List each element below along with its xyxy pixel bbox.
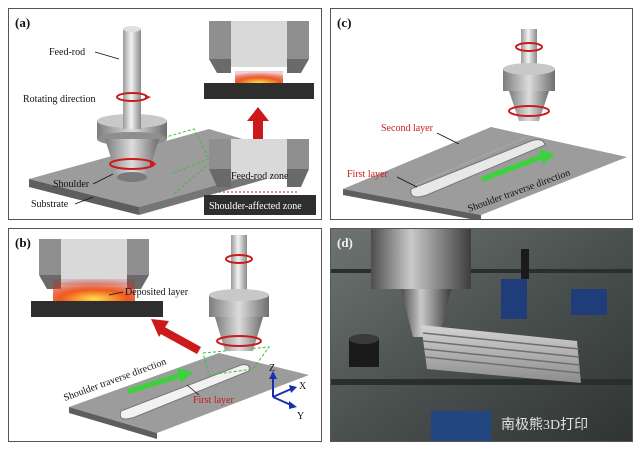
panel-d: (d) 南极熊3D打印 bbox=[330, 228, 633, 442]
diagonal-arrow-icon bbox=[151, 319, 169, 337]
panel-c: (c) Second layer First layer Shoulder tr… bbox=[330, 8, 633, 220]
x-axis-icon bbox=[272, 388, 292, 398]
inset-substrate bbox=[204, 83, 314, 99]
rotating-direction-label: Rotating direction bbox=[23, 94, 96, 105]
panel-b-diagram: (b) Deposited layer Shoulder traverse di… bbox=[15, 235, 309, 439]
feed-rod bbox=[123, 29, 141, 129]
up-arrow-icon bbox=[247, 107, 269, 121]
first-layer-label: First layer bbox=[347, 169, 388, 180]
axis-x-label: X bbox=[299, 381, 307, 392]
panel-b: (b) Deposited layer Shoulder traverse di… bbox=[8, 228, 322, 442]
shoulder-ring bbox=[209, 295, 269, 317]
traverse-arrow-icon bbox=[539, 149, 555, 165]
panel-a-label: (a) bbox=[15, 15, 30, 30]
clamp bbox=[501, 279, 527, 319]
deposited-layer-label: Deposited layer bbox=[125, 287, 189, 298]
y-axis-icon bbox=[272, 396, 292, 406]
feed-rod bbox=[521, 29, 537, 67]
deposited-heat-zone bbox=[53, 279, 135, 301]
panel-c-diagram: (c) Second layer First layer Shoulder tr… bbox=[337, 15, 627, 219]
first-layer-label: First layer bbox=[193, 395, 234, 406]
layer-track bbox=[410, 139, 546, 198]
axis-z-label: Z bbox=[269, 363, 275, 374]
panel-c-label: (c) bbox=[337, 15, 351, 30]
axis-y-label: Y bbox=[297, 411, 304, 422]
inset-substrate bbox=[31, 301, 163, 317]
machine-spindle bbox=[371, 229, 471, 289]
panel-a: (a) Feed-rod Rotating direction Shoulder… bbox=[8, 8, 322, 220]
panel-d-label: (d) bbox=[337, 235, 353, 250]
feed-rod-label: Feed-rod bbox=[49, 47, 85, 58]
second-layer-label: Second layer bbox=[381, 123, 434, 134]
first-layer-track bbox=[119, 364, 250, 420]
feed-rod-zone-label: Feed-rod zone bbox=[231, 171, 289, 182]
substrate-label: Substrate bbox=[31, 199, 69, 210]
rotation-arrow-icon bbox=[508, 105, 550, 117]
panel-b-label: (b) bbox=[15, 235, 31, 250]
panel-d-photo: (d) 南极熊3D打印 bbox=[331, 229, 632, 441]
panel-a-diagram: (a) Feed-rod Rotating direction Shoulder… bbox=[15, 15, 316, 215]
traverse-arrow-icon bbox=[177, 368, 193, 383]
heat-zone bbox=[235, 71, 283, 83]
shoulder-ring bbox=[503, 69, 555, 91]
watermark-text: 南极熊3D打印 bbox=[501, 416, 588, 433]
feed-rod bbox=[231, 235, 247, 295]
rotation-arrow-icon bbox=[216, 335, 262, 347]
shoulder-label: Shoulder bbox=[53, 179, 90, 190]
shoulder-affected-zone-label: Shoulder-affected zone bbox=[209, 201, 302, 212]
clamp bbox=[431, 411, 491, 441]
